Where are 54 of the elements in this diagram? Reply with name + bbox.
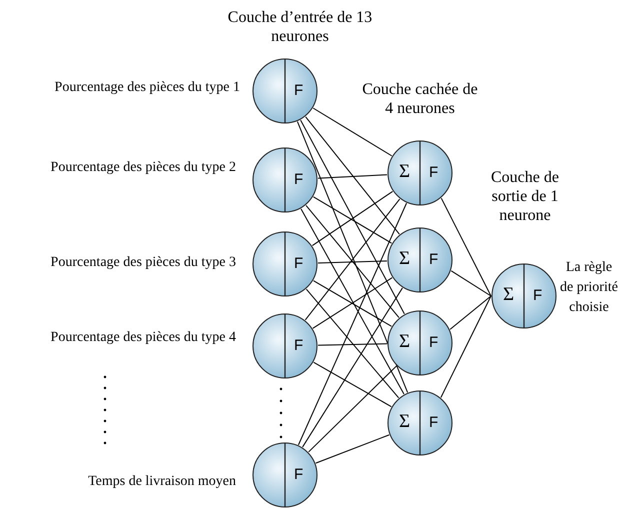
neuron-circle <box>387 140 453 206</box>
function-letter: F <box>429 335 438 351</box>
function-letter: F <box>429 252 438 268</box>
sigma-symbol: Σ <box>399 412 410 432</box>
function-letter: F <box>294 338 304 354</box>
sigma-symbol: Σ <box>399 162 410 182</box>
connection-line <box>315 434 390 464</box>
input-label: Temps de livraison moyen <box>87 473 236 491</box>
connection-line <box>300 120 405 314</box>
function-letter: F <box>429 415 438 431</box>
input-label: Pourcentage des pièces du type 4 <box>50 329 236 347</box>
neuron-circle <box>252 231 318 297</box>
function-letter: F <box>533 288 542 304</box>
sigma-symbol: Σ <box>399 249 410 269</box>
function-letter: F <box>429 165 438 181</box>
connection-line <box>312 190 394 246</box>
connection-line <box>306 288 400 398</box>
neuron-circle <box>252 313 318 379</box>
neuron-circle <box>252 442 318 508</box>
neuron-circle <box>387 310 453 376</box>
function-letter: F <box>294 467 304 483</box>
connection-line <box>312 196 392 244</box>
layer-heading: Couche d’entrée de 13 neurones <box>226 8 374 46</box>
input-label: La règle de priorité choisie <box>560 259 618 317</box>
connection-line <box>298 202 408 446</box>
connection-line <box>308 366 397 452</box>
input-label: Pourcentage des pièces du type 3 <box>50 254 236 272</box>
connection-line <box>450 270 492 296</box>
function-letter: F <box>294 256 304 272</box>
sigma-symbol: Σ <box>503 285 514 305</box>
connection-line <box>317 174 388 179</box>
neuron-circle <box>252 58 318 124</box>
connection-line <box>296 121 408 393</box>
connection-line <box>317 260 388 264</box>
neuron-circle <box>387 227 453 293</box>
connection-line <box>312 108 392 156</box>
connection-line <box>440 296 492 398</box>
input-label: Pourcentage des pièces du type 2 <box>50 159 236 177</box>
function-letter: F <box>294 172 304 188</box>
sigma-symbol: Σ <box>399 332 410 352</box>
connection-line <box>313 362 392 408</box>
neuron-circle <box>387 390 453 456</box>
connection-line <box>302 287 403 448</box>
neuron-circle <box>491 263 557 329</box>
layer-heading: Couche cachée de 4 neurones <box>362 80 478 118</box>
function-letter: F <box>294 83 304 99</box>
input-label: Pourcentage des pièces du type 1 <box>54 79 240 97</box>
connection-line <box>440 198 492 296</box>
layer-heading: Couche de sortie de 1 neurone <box>490 168 560 225</box>
connection-line <box>305 116 400 235</box>
connection-line <box>318 343 388 346</box>
connection-line <box>300 208 404 395</box>
connection-line <box>450 296 492 330</box>
neuron-circle <box>252 147 318 213</box>
